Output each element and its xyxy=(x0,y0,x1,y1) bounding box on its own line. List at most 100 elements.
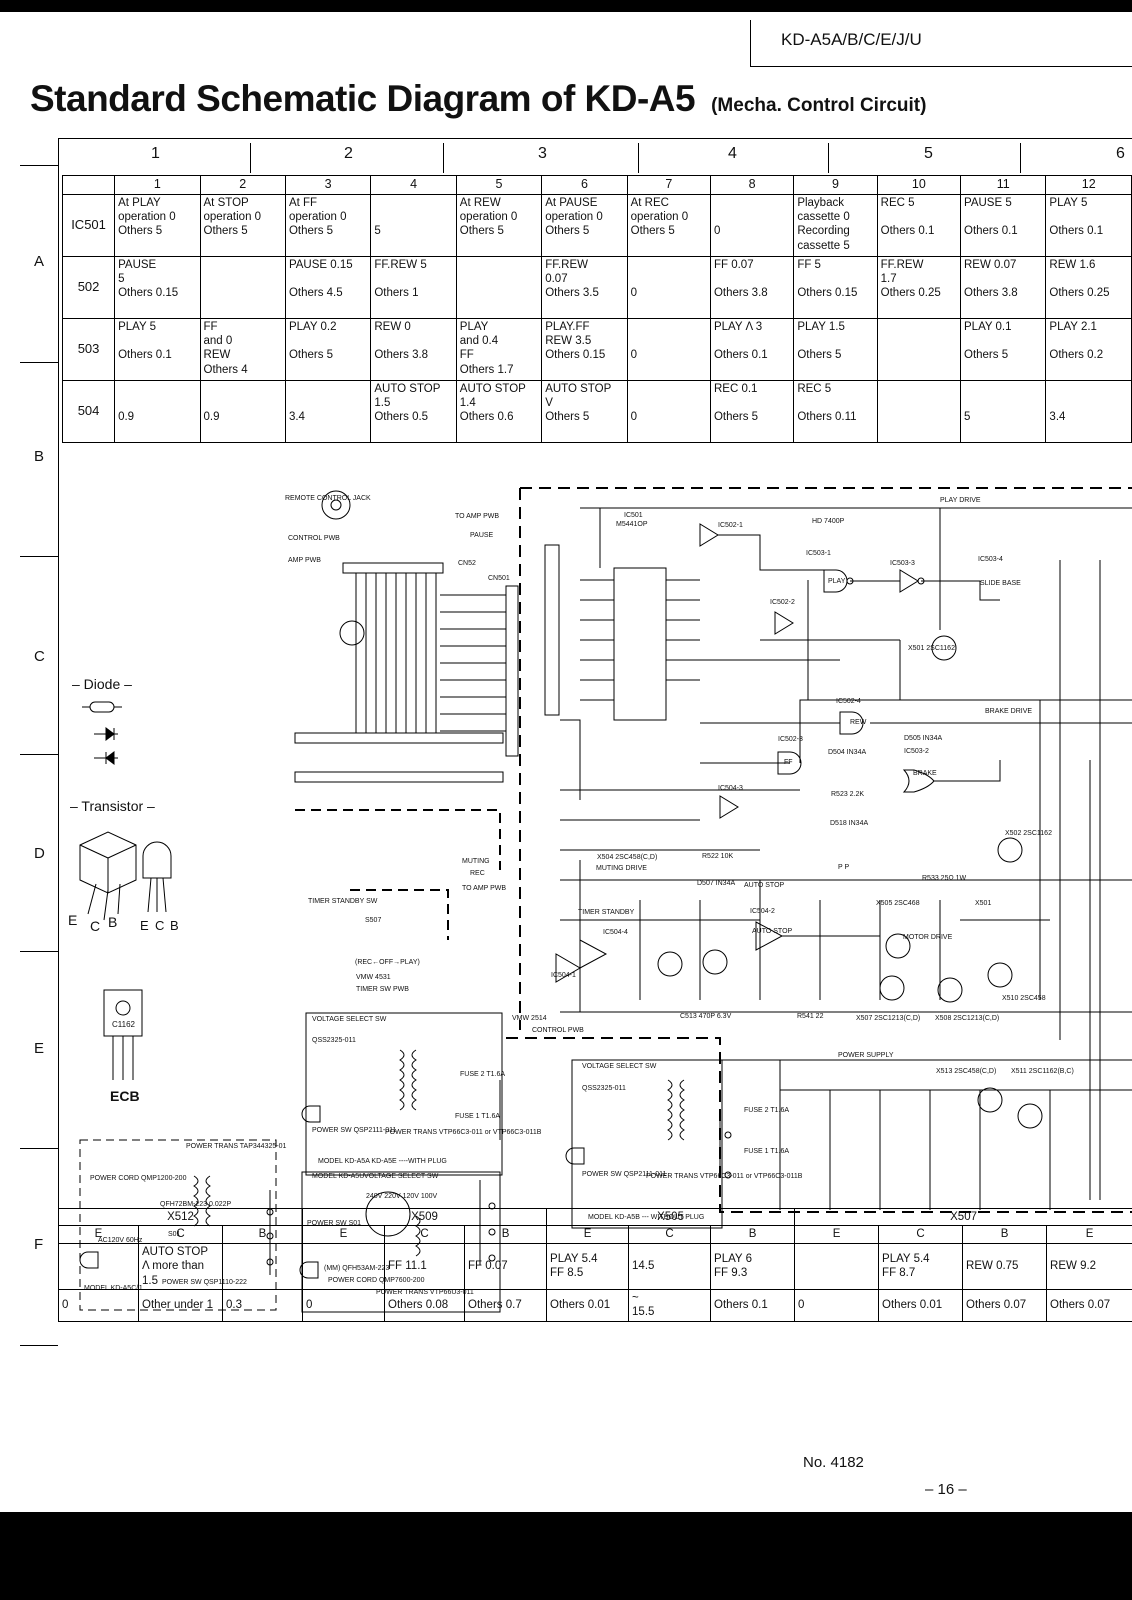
transistor-pin-head: E xyxy=(302,1225,386,1244)
schematic-label: X510 2SC458 xyxy=(1002,995,1046,1002)
schematic-label: VMW 2514 xyxy=(512,1015,547,1022)
schematic-label: IC503-2 xyxy=(904,748,929,755)
ic-cell: PLAY 1.5 Others 5 xyxy=(793,317,878,381)
ic-cell: PLAY 5 Others 0.1 xyxy=(1045,193,1132,257)
ic-cell: PAUSE 5 Others 0.1 xyxy=(959,193,1047,257)
schematic-label: POWER SW QSP2111-011 xyxy=(582,1171,667,1178)
schematic-label: BRAKE xyxy=(913,770,937,777)
ic-cell: PAUSE 5 Others 0.15 xyxy=(114,255,201,319)
ic-cell: At PLAY operation 0 Others 5 xyxy=(114,193,201,257)
ic-cell xyxy=(876,379,962,443)
transistor-pin-head: B xyxy=(710,1225,796,1244)
transistor-pin-head: E xyxy=(794,1225,880,1244)
transistor-pin-head: C xyxy=(384,1225,466,1244)
schematic-label: POWER TRANS TAP344325-01 xyxy=(186,1143,286,1150)
ic-cell: AUTO STOP 1.5 Others 0.5 xyxy=(370,379,457,443)
transistor-pin-head: B xyxy=(962,1225,1048,1244)
ic-cell: 3.4 xyxy=(284,379,372,443)
ic-cell: 5 xyxy=(370,193,457,257)
transistor-pin-head: C xyxy=(878,1225,964,1244)
schematic-label: BRAKE DRIVE xyxy=(985,708,1032,715)
schematic-label: IC503-3 xyxy=(890,560,915,567)
ic-cell xyxy=(876,317,962,381)
schematic-label: D518 IN34A xyxy=(830,820,868,827)
schematic-label: IC502-3 xyxy=(778,736,803,743)
ic-cell: FF.REW 1.7 Others 0.25 xyxy=(876,255,962,319)
ic-cell xyxy=(455,255,543,319)
transistor-pin-head: B xyxy=(221,1225,304,1244)
schematic-label: TIMER SW PWB xyxy=(356,986,409,993)
schematic-label: MUTING DRIVE xyxy=(596,865,647,872)
row-tick xyxy=(20,951,58,952)
diode-symbol-icon xyxy=(94,727,118,765)
schematic-label: PAUSE xyxy=(470,532,494,539)
transistor-value-cell: FF 11.1 xyxy=(384,1242,466,1290)
ic-cell: REC 5 Others 0.1 xyxy=(876,193,962,257)
schematic-label: MODEL KD-A5U xyxy=(312,1173,364,1180)
schematic-label: CN501 xyxy=(488,575,510,582)
schematic-label: MOTOR DRIVE xyxy=(903,934,953,941)
schematic-label: FUSE 2 T1.6A xyxy=(460,1071,505,1078)
schematic-label: 240V 220V 120V 100V xyxy=(366,1193,438,1200)
left-frame-line xyxy=(58,138,59,1238)
schematic-label: VMW 4531 xyxy=(356,974,391,981)
transistor-value-cell: 0 xyxy=(58,1288,139,1322)
transistor2-pin-c: C xyxy=(155,918,165,933)
schematic-label: IC502-1 xyxy=(718,522,743,529)
ic-cell: PLAY.FF REW 3.5 Others 0.15 xyxy=(541,317,628,381)
schematic-label: TIMER STANDBY xyxy=(578,909,635,916)
col-6: 6 xyxy=(1116,145,1125,162)
schematic-label: POWER SUPPLY xyxy=(838,1052,894,1059)
col-divider xyxy=(638,143,639,173)
schematic-label: IC501 xyxy=(624,512,643,519)
package-pins: ECB xyxy=(110,1088,140,1104)
schematic-label: IC502-2 xyxy=(770,599,795,606)
ic-cell: PLAY 0.1 Others 5 xyxy=(959,317,1047,381)
col-divider xyxy=(1020,143,1021,173)
transistor-value-cell: Others 0.01 xyxy=(546,1288,630,1322)
schematic-label: POWER CORD QMP1200-200 xyxy=(90,1175,187,1182)
schematic-label: AMP PWB xyxy=(288,557,321,564)
transistor-value-cell: PLAY 6 FF 9.3 xyxy=(710,1242,796,1290)
col-divider xyxy=(443,143,444,173)
inverter-ic504-3 xyxy=(719,795,739,819)
schematic-label: FUSE 2 T1.6A xyxy=(744,1107,789,1114)
group-x512: X512 xyxy=(57,1207,304,1227)
ic-row-label: 503 xyxy=(61,317,116,381)
transistor2-pin-b: B xyxy=(170,918,179,933)
ic-cell: FF 0.07 Others 3.8 xyxy=(709,255,795,319)
ic-cell: At REC operation 0 Others 5 xyxy=(626,193,711,257)
diode-icon xyxy=(82,701,122,713)
row-tick xyxy=(20,362,58,363)
schematic-label: FF xyxy=(784,759,793,766)
schematic-label: P P xyxy=(838,864,849,871)
schematic-label: VOLTAGE SELECT SW xyxy=(364,1173,439,1180)
schematic-label: D505 IN34A xyxy=(904,735,942,742)
transistor-value-cell xyxy=(58,1242,139,1290)
schematic-label: VOLTAGE SELECT SW xyxy=(312,1016,387,1023)
schematic-label: D504 IN34A xyxy=(828,749,866,756)
schematic-label: QFH72BM-223 0.022P xyxy=(160,1201,232,1208)
ic-row-label: 504 xyxy=(61,379,116,443)
opamp-ic504-1 xyxy=(555,953,581,983)
schematic-label: QSS2325-011 xyxy=(312,1037,356,1044)
schematic-label: IC504-1 xyxy=(551,972,576,979)
schematic-label: QSS2325-011 xyxy=(582,1085,626,1092)
schematic-label: REMOTE CONTROL JACK xyxy=(285,495,371,502)
ic-cell: FF and 0 REW Others 4 xyxy=(199,317,286,381)
schematic-label: IC502-4 xyxy=(836,698,861,705)
schematic-label: CN52 xyxy=(458,560,476,567)
title-subtitle: (Mecha. Control Circuit) xyxy=(711,95,927,116)
schematic-label: POWER TRANS VTP66C3-011 or VTP66C3-011B xyxy=(385,1129,542,1136)
ic-cell xyxy=(199,255,286,319)
group-x505: X505 xyxy=(546,1207,796,1227)
group-x507: X507 xyxy=(794,1207,1132,1227)
cn501-connector xyxy=(505,585,519,757)
schematic-label: CONTROL PWB xyxy=(532,1027,584,1034)
